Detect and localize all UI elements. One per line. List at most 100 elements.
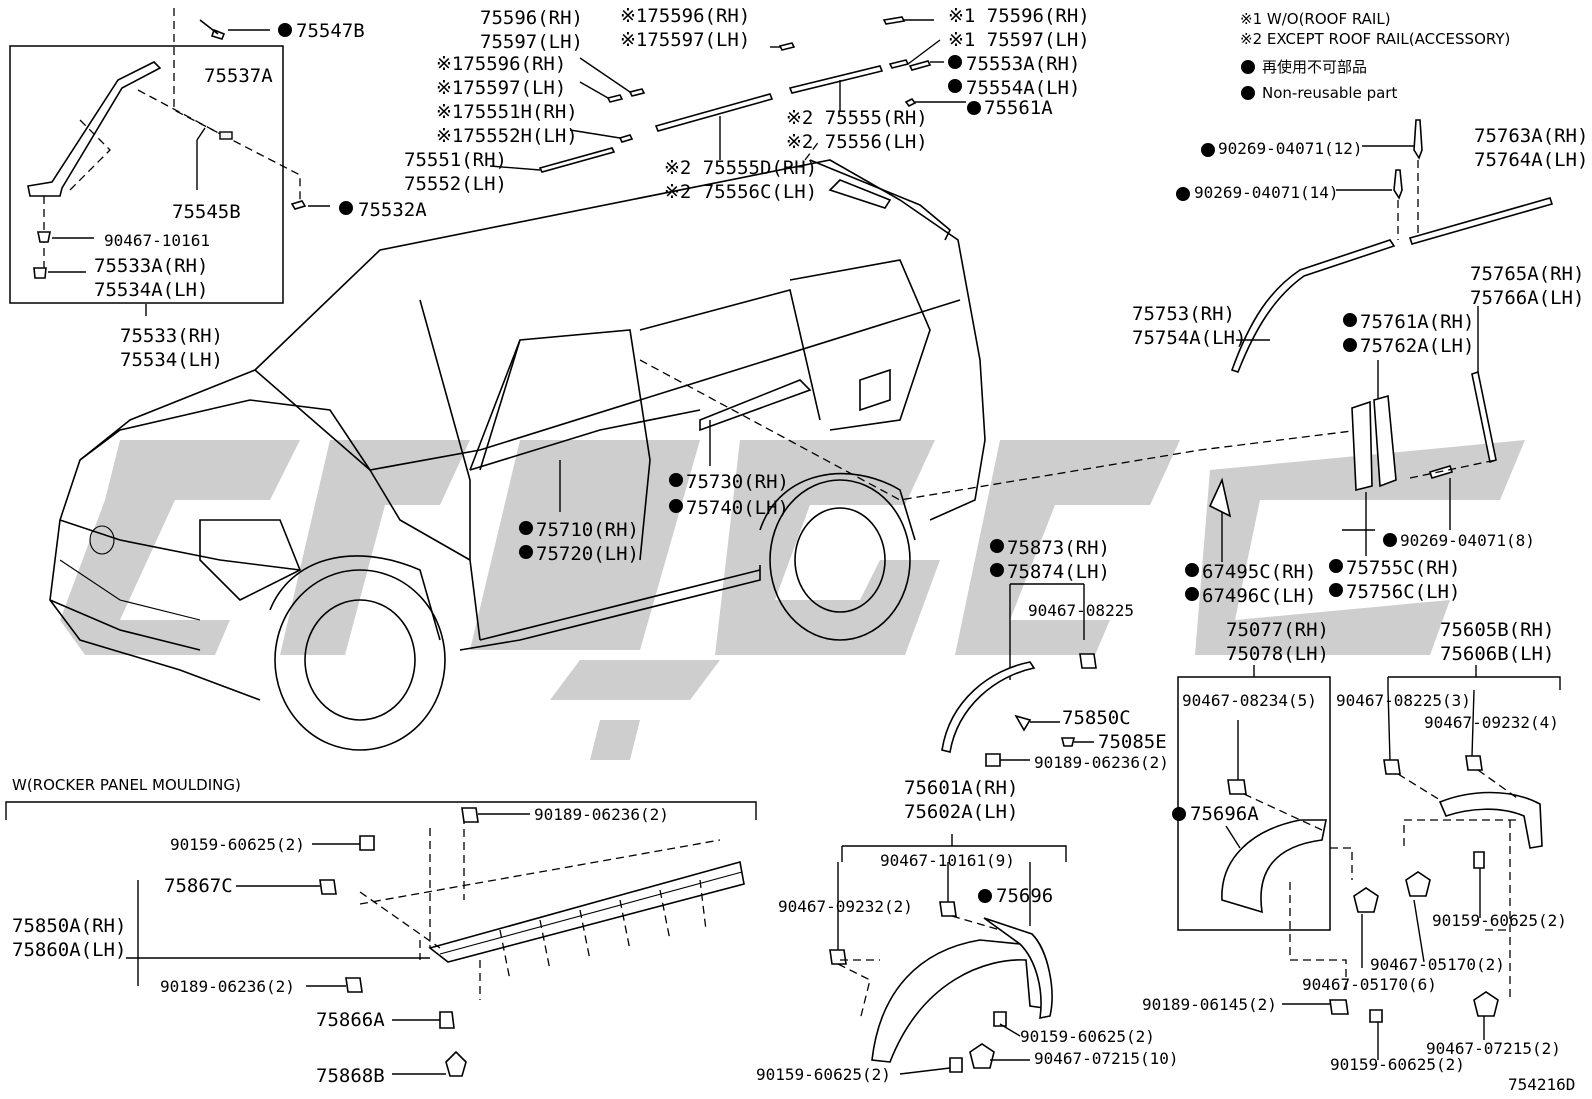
clip-75866A [439, 1011, 455, 1029]
clip-75547B [199, 19, 226, 40]
label-75077: 75077(RH) [1226, 619, 1329, 641]
label-75860A: 75860A(LH) [12, 939, 126, 961]
clip-90467-10161-9 [939, 901, 957, 917]
label-90467-09232-2: 90467-09232(2) [778, 897, 913, 916]
roof-moulding-75555 [788, 65, 884, 94]
roof-rail-75753 [1230, 239, 1396, 373]
label-90159-60625-l: 90159-60625(2) [170, 835, 305, 854]
clip-75596-pair [606, 88, 646, 103]
label-75696: 75696 [996, 885, 1053, 907]
label-90189-06236-a: 90189-06236(2) [1034, 753, 1169, 772]
detail-box-windshield [9, 45, 284, 304]
label-75754A: 75754A(LH) [1132, 327, 1246, 349]
label-75762A: 75762A(LH) [1360, 335, 1474, 357]
label-90467-07215-10: 90467-07215(10) [1034, 1049, 1179, 1068]
screw-90159-60625-mb [949, 1057, 963, 1073]
label-s1-75597-c: ※1 75597(LH) [948, 29, 1090, 51]
label-75867C: 75867C [164, 875, 233, 897]
non-reusable-markers [278, 23, 1397, 903]
label-75602A: 75602A(LH) [904, 801, 1018, 823]
clip-90467-10161 [37, 231, 51, 243]
arch-moulding-75601A [871, 939, 1045, 1063]
clip-75850C [1014, 714, 1032, 732]
bolt-90269-14 [1393, 169, 1403, 200]
clip-75532A [290, 200, 307, 210]
screw-90159-60625-l [359, 835, 375, 851]
roof-moulding-75555D [654, 93, 774, 132]
clip-90467-08225-3 [1383, 759, 1401, 775]
rocker-section-bracket [5, 801, 757, 820]
label-75850C: 75850C [1062, 707, 1131, 729]
clip-90467-09232-2 [829, 949, 847, 965]
label-75850A: 75850A(RH) [12, 915, 126, 937]
label-75561A: 75561A [984, 97, 1053, 119]
label-75763A: 75763A(RH) [1474, 125, 1588, 147]
label-75534A: 75534A(LH) [94, 279, 208, 301]
screw-90159-60625-rb [1369, 1009, 1383, 1023]
garnish-67495C [1208, 477, 1232, 518]
label-90189-06236-b: 90189-06236(2) [534, 805, 669, 824]
label-75532A: 75532A [358, 199, 427, 221]
label-s1-75552H: ※175552H(LH) [436, 125, 578, 147]
label-s1-75596-a: ※175596(RH) [620, 5, 750, 27]
label-90467-05170-6: 90467-05170(6) [1302, 975, 1437, 994]
clip-90467-08225 [1079, 653, 1097, 669]
label-75710: 75710(RH) [536, 519, 639, 541]
bolt-90269-12 [1413, 119, 1423, 160]
label-90467-10161-9: 90467-10161(9) [880, 851, 1015, 870]
label-75766A: 75766A(LH) [1470, 287, 1584, 309]
bolt-90189-06236-b [461, 807, 479, 823]
label-75554A: 75554A(LH) [966, 77, 1080, 99]
label-90467-05170-2: 90467-05170(2) [1370, 955, 1505, 974]
clip-75596-small [778, 42, 796, 51]
pillar-garnish-75765A [1471, 370, 1497, 464]
label-90467-08225-3: 90467-08225(3) [1336, 691, 1471, 710]
label-75764A: 75764A(LH) [1474, 149, 1588, 171]
section-title-rocker: W(ROCKER PANEL MOULDING) [12, 776, 241, 794]
arch-moulding-75850C [941, 661, 1036, 753]
roof-rail-75763A [1408, 197, 1554, 245]
label-75874: 75874(LH) [1007, 561, 1110, 583]
label-90467-08234: 90467-08234(5) [1182, 691, 1317, 710]
label-s2-75556: ※2 75556(LH) [786, 131, 928, 153]
label-75085E: 75085E [1098, 731, 1167, 753]
diagram-id: 754216D [1508, 1075, 1575, 1094]
label-75605B: 75605B(RH) [1440, 619, 1554, 641]
label-75868B: 75868B [316, 1065, 385, 1087]
label-75740: 75740(LH) [686, 497, 789, 519]
label-75601A: 75601A(RH) [904, 777, 1018, 799]
label-90159-60625-m: 90159-60625(2) [1020, 1027, 1155, 1046]
label-90159-60625-mb: 90159-60625(2) [756, 1065, 891, 1084]
arch-moulding-75605B [1438, 791, 1543, 849]
screw-90159-60625-r [1473, 851, 1485, 869]
label-s2-75555D: ※2 75555D(RH) [664, 157, 817, 179]
label-75547B: 75547B [296, 20, 365, 42]
label-67495C: 67495C(RH) [1202, 561, 1316, 583]
label-75753: 75753(RH) [1132, 303, 1235, 325]
clip-90467-07215-2 [1473, 991, 1499, 1017]
note-non-reusable-jp: 再使用不可部品 [1262, 58, 1367, 76]
clip-90467-08234 [1227, 779, 1247, 795]
label-75533: 75533(RH) [120, 325, 223, 347]
label-90269-04071-12: 90269-04071(12) [1218, 139, 1363, 158]
label-75553A: 75553A(RH) [966, 53, 1080, 75]
bolt-90189-06236-c [345, 977, 363, 993]
label-75533A: 75533A(RH) [94, 255, 208, 277]
clip-75551H [618, 134, 634, 143]
label-s1-75596-c: ※1 75596(RH) [948, 5, 1090, 27]
clip-75085E [1060, 737, 1076, 747]
arch-moulding-75696A [1221, 819, 1327, 914]
label-s1-75551H: ※175551H(RH) [436, 101, 578, 123]
watermark-logo [60, 440, 1525, 760]
label-75606B: 75606B(LH) [1440, 643, 1554, 665]
label-67496C: 67496C(LH) [1202, 585, 1316, 607]
label-75756C: 75756C(LH) [1346, 581, 1460, 603]
label-s1-75597-a: ※175597(LH) [620, 29, 750, 51]
label-75873: 75873(RH) [1007, 537, 1110, 559]
label-s2-75555: ※2 75555(RH) [786, 107, 928, 129]
label-90467-09232-4: 90467-09232(4) [1424, 713, 1559, 732]
label-90269-04071-8: 90269-04071(8) [1400, 531, 1535, 550]
label-75545B: 75545B [172, 201, 241, 223]
label-75078: 75078(LH) [1226, 643, 1329, 665]
